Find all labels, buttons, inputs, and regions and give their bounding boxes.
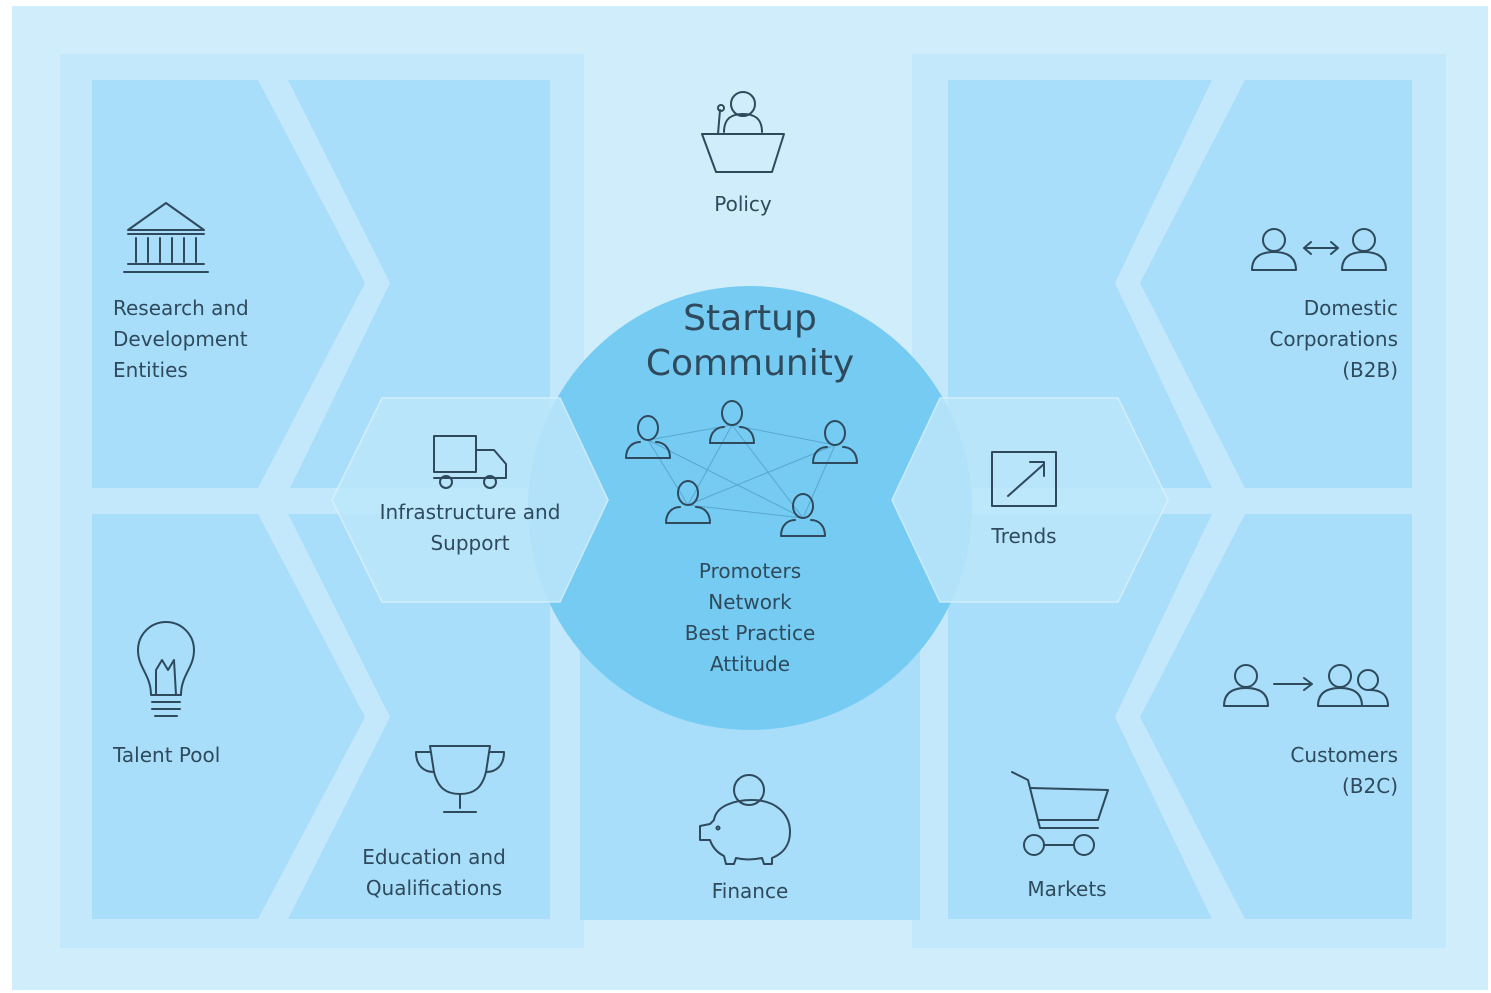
research-label-line: Development bbox=[113, 327, 248, 351]
center-title: Startup Community bbox=[646, 296, 854, 386]
markets-label-line: Markets bbox=[1027, 877, 1107, 901]
truck-icon bbox=[433, 435, 507, 489]
customers-label-line: (B2C) bbox=[1341, 774, 1398, 798]
trophy-icon bbox=[415, 745, 505, 813]
education-label-line: Qualifications bbox=[365, 876, 503, 900]
domestic-label: Domestic Corporations (B2B) bbox=[1269, 293, 1398, 386]
finance-label: Finance bbox=[712, 876, 789, 907]
education-panel bbox=[288, 514, 550, 919]
policy-label: Policy bbox=[714, 189, 772, 220]
lightbulb-icon bbox=[137, 621, 195, 717]
podium-icon bbox=[701, 91, 785, 173]
infrastructure-label-line: Infrastructure and bbox=[379, 500, 561, 524]
customers-label-line: Customers bbox=[1290, 743, 1398, 767]
center-title-line: Community bbox=[645, 343, 855, 384]
infrastructure-hexagon bbox=[331, 397, 609, 603]
institution-icon bbox=[123, 202, 209, 273]
talent-panel bbox=[92, 514, 365, 919]
markets-label: Markets bbox=[1027, 874, 1106, 905]
research-panel bbox=[92, 80, 365, 488]
piggy-bank-icon bbox=[699, 774, 791, 865]
trends-label-line: Trends bbox=[991, 524, 1057, 548]
trend-arrow-icon bbox=[991, 451, 1057, 507]
education-label: Education and Qualifications bbox=[362, 842, 506, 904]
infrastructure-label: Infrastructure and Support bbox=[380, 497, 561, 559]
talent-label-line: Talent Pool bbox=[113, 743, 221, 767]
research-label: Research and Development Entities bbox=[113, 293, 249, 386]
network-people-icon bbox=[625, 400, 858, 537]
center-title-line: Startup bbox=[683, 298, 817, 339]
trends-hexagon bbox=[891, 397, 1169, 603]
trends-label: Trends bbox=[991, 521, 1056, 552]
finance-label-line: Finance bbox=[711, 879, 789, 903]
domestic-label-line: Domestic bbox=[1303, 296, 1398, 320]
center-circle bbox=[528, 286, 972, 730]
domestic-panel bbox=[1140, 80, 1412, 488]
talent-label: Talent Pool bbox=[113, 740, 220, 771]
center-item: Best Practice bbox=[684, 621, 816, 645]
research-label-line: Research and bbox=[113, 296, 249, 320]
b2b-people-icon bbox=[1251, 228, 1387, 271]
shopping-cart-icon bbox=[1011, 771, 1109, 856]
b2c-people-icon bbox=[1223, 664, 1389, 707]
center-item: Network bbox=[708, 590, 792, 614]
center-items: Promoters Network Best Practice Attitude bbox=[685, 556, 816, 680]
customers-panel bbox=[1140, 514, 1412, 919]
domestic-label-line: (B2B) bbox=[1342, 358, 1398, 382]
center-item: Attitude bbox=[709, 652, 791, 676]
infrastructure-label-line: Support bbox=[430, 531, 510, 555]
markets-panel bbox=[948, 514, 1212, 919]
trends-panel bbox=[948, 80, 1212, 488]
research-label-line: Entities bbox=[113, 358, 188, 382]
education-label-line: Education and bbox=[362, 845, 506, 869]
infrastructure-panel bbox=[288, 80, 550, 488]
domestic-label-line: Corporations bbox=[1269, 327, 1398, 351]
center-item: Promoters bbox=[698, 559, 802, 583]
policy-label-line: Policy bbox=[714, 192, 772, 216]
customers-label: Customers (B2C) bbox=[1290, 740, 1398, 802]
